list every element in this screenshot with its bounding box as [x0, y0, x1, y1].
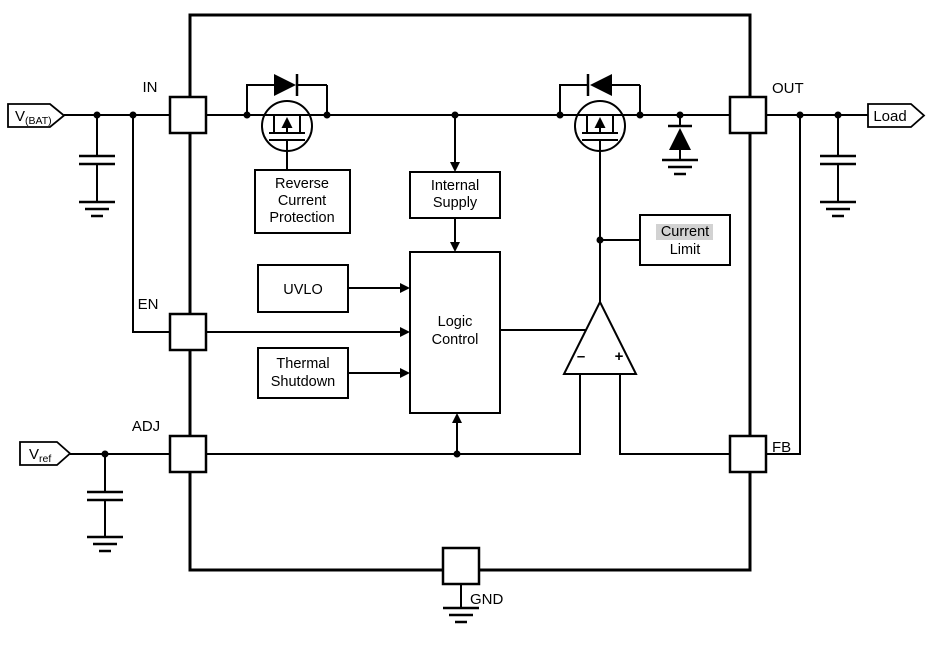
vref-flag-shape	[19, 441, 72, 466]
diode-triangle	[274, 74, 296, 96]
vref-flag: Vref	[19, 441, 72, 466]
pin-out: OUT	[728, 80, 804, 135]
junction-dot	[453, 450, 461, 458]
arrowhead-en-into-logic	[400, 327, 410, 337]
input-capacitor	[79, 154, 115, 166]
junction-dot	[243, 111, 251, 119]
load-flag: Load	[867, 103, 926, 128]
fet-arrow	[281, 117, 293, 128]
wire-feedback	[766, 115, 801, 455]
body-diode-output	[586, 74, 612, 96]
pin-in-label: IN	[143, 79, 158, 96]
comparator-plus-label: +	[615, 348, 624, 365]
wire-en-branch	[132, 115, 170, 333]
arrowhead-uvlo-into-logic	[400, 283, 410, 293]
load-flag-shape	[867, 103, 926, 128]
vref-flag-label: Vref	[29, 446, 51, 465]
diode-triangle	[590, 74, 612, 96]
junction-dot	[556, 111, 564, 119]
comparator: – +	[562, 299, 638, 375]
arrowhead-supply-into-logic	[450, 242, 460, 252]
wire-plus-input-to-fb	[619, 374, 730, 455]
pin-out-label: OUT	[772, 80, 804, 97]
arrowhead-thermal-into-logic	[400, 368, 410, 378]
pin-adj: ADJ	[132, 418, 208, 474]
uvlo-label: UVLO	[283, 282, 323, 298]
pin-in-pad	[168, 95, 208, 135]
ground-symbols	[79, 158, 856, 624]
pin-out-pad	[728, 95, 768, 135]
pass-fet-input-symbol	[269, 115, 305, 141]
wire-body-diode-output	[559, 84, 641, 115]
pin-fb-label: FB	[772, 439, 791, 456]
junction-dot	[451, 111, 459, 119]
load-flag-label: Load	[873, 108, 906, 125]
pin-gnd: GND	[441, 546, 504, 608]
pass-fet-output-symbol	[582, 115, 618, 141]
fet-symbol	[582, 115, 618, 141]
ground-vref-cap	[87, 535, 123, 553]
junction-dot	[796, 111, 804, 119]
pin-en: EN	[138, 296, 208, 352]
uvlo-box	[257, 264, 349, 313]
pin-gnd-pad	[441, 546, 481, 586]
junction-dot	[101, 450, 109, 458]
output-capacitor	[820, 154, 856, 166]
output-clamp-diode	[668, 124, 692, 150]
comparator-triangle	[562, 299, 638, 375]
thermal-shutdown-box	[257, 347, 349, 399]
pin-in: IN	[143, 79, 208, 135]
junction-dot	[596, 236, 604, 244]
ground-clamp-diode	[662, 158, 698, 176]
arrowhead-into-internal-supply	[450, 162, 460, 172]
junction-dot	[93, 111, 101, 119]
pin-en-pad	[168, 312, 208, 352]
logic-control-box	[409, 251, 501, 414]
pin-fb-pad	[728, 434, 768, 474]
vbat-flag-shape	[7, 103, 66, 128]
pin-adj-label: ADJ	[132, 418, 160, 435]
arrowhead-adj-into-logic	[452, 413, 462, 423]
junction-dot	[834, 111, 842, 119]
comparator-minus-label: –	[577, 348, 585, 365]
vbat-flag-label: V(BAT)	[15, 108, 52, 127]
pin-gnd-label: GND	[470, 591, 504, 608]
fet-arrow	[594, 117, 606, 128]
fet-symbol	[269, 115, 305, 141]
pin-adj-pad	[168, 434, 208, 474]
reverse-current-protection-box	[254, 169, 351, 234]
arrowheads	[400, 162, 462, 423]
vref-capacitor	[87, 490, 123, 502]
diode-triangle	[669, 128, 691, 150]
ground-input-cap	[79, 200, 115, 218]
junction-dot	[676, 111, 684, 119]
junction-dots	[93, 111, 842, 458]
junction-dot	[636, 111, 644, 119]
junction-dot	[323, 111, 331, 119]
vbat-flag: V(BAT)	[7, 103, 66, 128]
junction-dot	[129, 111, 137, 119]
current-limit-highlight	[656, 224, 713, 240]
wire-adj-to-minus-input	[206, 374, 581, 455]
wire-body-diode-input	[246, 84, 328, 115]
uvlo-block: UVLO	[257, 264, 349, 313]
ground-output-cap	[820, 200, 856, 218]
capacitors	[79, 154, 856, 502]
body-diode-input	[274, 74, 299, 96]
ground-gnd-pin	[443, 606, 479, 624]
pin-fb: FB	[728, 434, 791, 474]
pin-en-label: EN	[138, 296, 159, 313]
